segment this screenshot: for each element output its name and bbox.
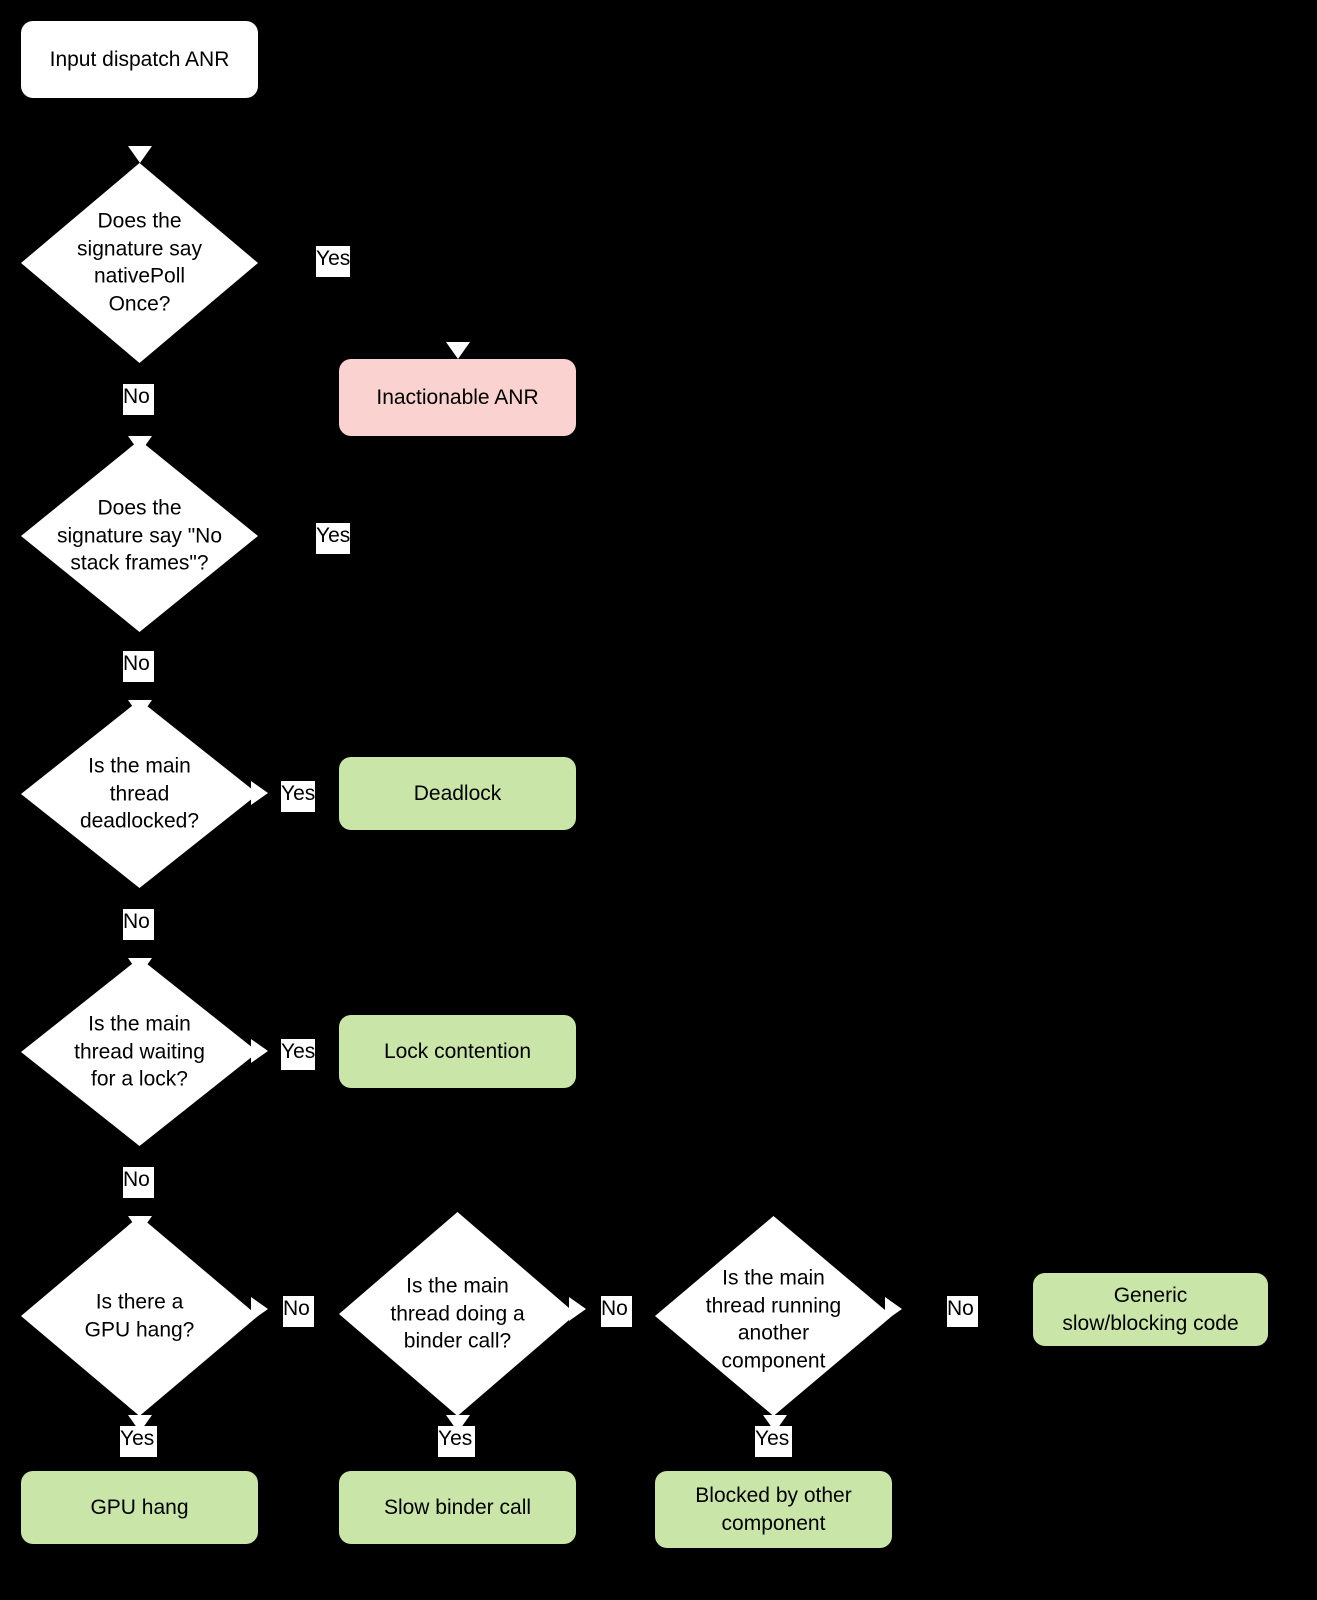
edge-nostackframes-yes (258, 536, 458, 538)
edge-label-deadlocked-no: No (123, 909, 154, 940)
node-q-other-component[interactable]: Is the main thread running another compo… (655, 1216, 892, 1416)
edge-start-to-nativepollonce (138, 98, 140, 146)
node-inactionable-anr-label: Inactionable ANR (376, 385, 539, 409)
edge-label-gpu-hang-no: No (283, 1296, 314, 1327)
edge-label-waiting-lock-yes: Yes (281, 1039, 315, 1070)
edge-label-deadlocked-yes: Yes (281, 781, 315, 812)
node-inactionable-anr[interactable]: Inactionable ANR (339, 359, 576, 436)
edge-nativepollonce-yes (258, 262, 458, 264)
edge-label-other-component-yes: Yes (755, 1426, 792, 1457)
edge-label-nativepollonce-yes: Yes (316, 246, 350, 277)
node-q-waiting-lock[interactable]: Is the main thread waiting for a lock? (21, 958, 258, 1146)
node-q-gpu-hang-label: Is there a GPU hang? (84, 1290, 195, 1341)
arrowhead-binder-call-no (569, 1297, 586, 1321)
node-q-deadlocked-label: Is the main thread deadlocked? (79, 754, 200, 833)
node-q-other-component-label: Is the main thread running another compo… (705, 1266, 842, 1373)
node-slow-binder-call[interactable]: Slow binder call (339, 1471, 576, 1544)
node-q-nostackframes[interactable]: Does the signature say "No stack frames"… (21, 440, 258, 632)
node-lock-contention-label: Lock contention (383, 1039, 532, 1063)
node-gpu-hang-label: GPU hang (90, 1495, 189, 1519)
edge-label-nostackframes-yes: Yes (316, 523, 350, 554)
edge-label-nativepollonce-no: No (123, 384, 154, 415)
node-generic-slow-blocking-code[interactable]: Generic slow/blocking code (1033, 1273, 1268, 1346)
edge-label-other-component-no: No (947, 1296, 978, 1327)
node-blocked-by-other-component[interactable]: Blocked by other component (655, 1471, 892, 1548)
node-q-binder-call[interactable]: Is the main thread doing a binder call? (339, 1212, 576, 1416)
node-generic-slow-blocking-code-label: Generic slow/blocking code (1062, 1284, 1239, 1335)
node-deadlock[interactable]: Deadlock (339, 757, 576, 830)
edge-label-gpu-hang-yes: Yes (120, 1426, 157, 1457)
node-q-waiting-lock-label: Is the main thread waiting for a lock? (74, 1012, 205, 1091)
edge-label-binder-call-yes: Yes (438, 1426, 475, 1457)
node-lock-contention[interactable]: Lock contention (339, 1015, 576, 1088)
node-q-nostackframes-label: Does the signature say "No stack frames"… (56, 496, 223, 575)
arrowhead-gpu-hang-no (251, 1297, 268, 1321)
node-input-dispatch-anr-label: Input dispatch ANR (49, 47, 230, 71)
node-gpu-hang[interactable]: GPU hang (21, 1471, 258, 1544)
node-q-nativepollonce-label: Does the signature say nativePoll Once? (77, 209, 202, 316)
edge-nativepollonce-yes-vertical (456, 262, 458, 342)
edge-other-component-no (892, 1309, 972, 1311)
edge-label-binder-call-no: No (601, 1296, 632, 1327)
arrowhead-other-component-no (885, 1297, 902, 1321)
node-q-binder-call-label: Is the main thread doing a binder call? (390, 1274, 525, 1353)
edge-label-waiting-lock-no: No (123, 1167, 154, 1198)
arrowhead-waiting-lock-yes (251, 1039, 268, 1063)
node-q-gpu-hang[interactable]: Is there a GPU hang? (21, 1216, 258, 1416)
node-q-deadlocked[interactable]: Is the main thread deadlocked? (21, 700, 258, 888)
node-deadlock-label: Deadlock (413, 781, 502, 805)
node-q-nativepollonce[interactable]: Does the signature say nativePoll Once? (21, 163, 258, 363)
edge-label-nostackframes-no: No (123, 651, 154, 682)
node-input-dispatch-anr[interactable]: Input dispatch ANR (21, 21, 258, 98)
node-slow-binder-call-label: Slow binder call (383, 1495, 532, 1519)
arrowhead-start-to-nativepollonce (128, 146, 152, 163)
arrowhead-nativepollonce-yes (446, 342, 470, 359)
arrowhead-deadlocked-yes (251, 781, 268, 805)
node-blocked-by-other-component-label: Blocked by other component (695, 1484, 852, 1535)
